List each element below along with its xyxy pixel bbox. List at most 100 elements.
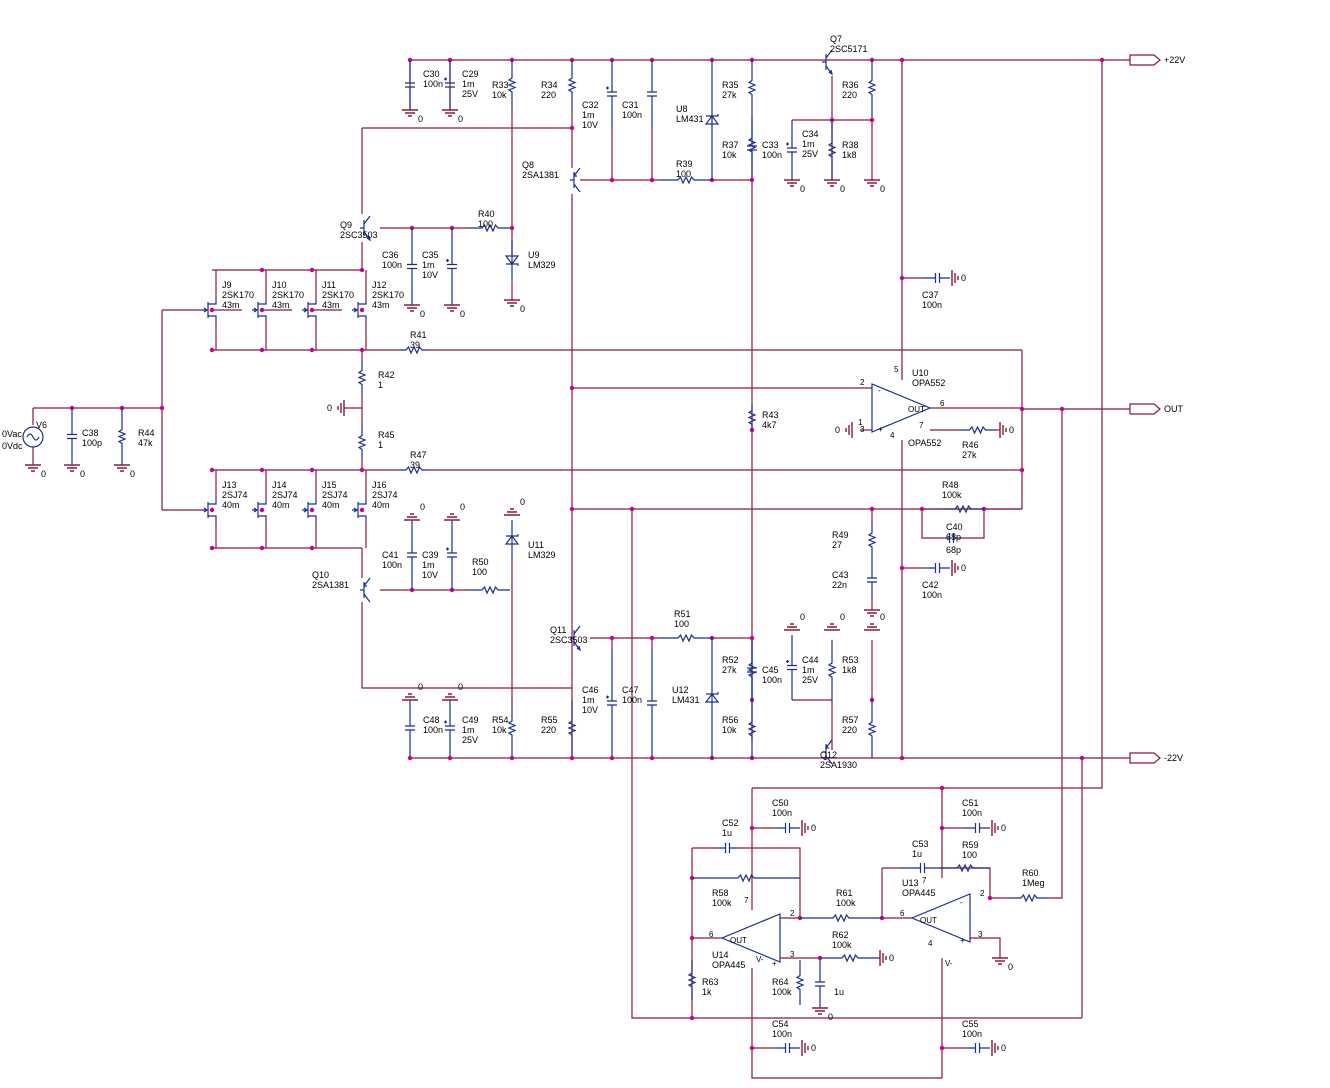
label-j11-value: 2SK170 [322,290,354,300]
junction-dot [689,1015,695,1021]
label-c47-value: 100n [622,695,642,705]
label-j14-value: 2SJ74 [272,490,298,500]
label-u9-ref: U9 [528,250,540,260]
resistor-r48 [942,504,984,514]
junction-dot [939,785,945,791]
ground-label: 0 [880,612,885,622]
label-r38-ref: R38 [842,140,859,150]
u13-minus-sign: - [960,898,963,907]
label-c50-value: 100n [772,808,792,818]
label-q9-value: 2SC3503 [340,230,378,240]
label-r38-value: 1k8 [842,150,857,160]
ground-symbol [824,179,840,187]
junction-dot [689,935,695,941]
resistor-r49 [867,520,877,560]
label-r35-ref: R35 [722,80,739,90]
resistor-r57 [867,700,877,758]
capacitor-c54 [775,1043,800,1053]
label-u10-value: OPA552 [912,378,945,388]
u10-pin-1: 1 [858,418,863,427]
label-c50-ref: C50 [772,798,789,808]
junction-dot [569,385,575,391]
jfet-j16 [352,498,367,522]
u10-model: OPA552 [908,438,941,448]
wire [941,60,1103,878]
resistor-r55 [567,700,577,756]
junction-dot [939,1045,945,1051]
label-c46-ref: C46 [582,685,599,695]
capacitor-c48 [405,700,415,756]
label-c33-ref: C33 [762,140,779,150]
ground-symbol [801,1040,809,1056]
ground-symbol [784,179,800,187]
label-q9-ref: Q9 [340,220,352,230]
resistor-r41 [400,345,428,355]
ground-symbol [784,623,800,631]
label-c54-ref: C54 [772,1019,789,1029]
junction-dot [359,267,365,273]
capacitor-c43 [867,560,877,600]
label-r42-value: 1 [378,380,383,390]
label-c33-value: 100n [762,150,782,160]
port-neg-rail [1129,752,1161,764]
jfet-j13 [202,498,217,522]
ground-label: 0 [1009,425,1014,435]
capacitor-c36 [407,228,417,305]
label-r47-ref: R47 [410,450,427,460]
ground-label: 0 [840,612,845,622]
label-r52-value: 27k [722,665,737,675]
ground-symbol [404,304,420,312]
label-r54-value: 10k [492,725,507,735]
junction-dot [749,635,755,641]
resistor-r54 [507,700,517,756]
u13-pin-6: 6 [900,909,905,918]
u10-pin-6: 6 [940,399,945,408]
resistor-r35 [747,60,757,115]
label-c42-value: 100n [922,590,942,600]
label-r51-ref: R51 [674,609,691,619]
label-j10-ref: J10 [272,280,287,290]
label-c46-value: 1m [582,695,595,705]
u13-out-label: OUT [920,916,937,925]
junction-dot [509,225,515,231]
label-c40-ref: C40 [946,522,963,532]
ground-symbol [801,820,809,836]
label-r61-value: 100k [836,898,856,908]
label-r56-value: 10k [722,725,737,735]
capacitor-c39 [446,520,457,590]
junction-dot [1019,467,1025,473]
component-symbols [22,49,1161,1056]
label-c37-ref: C37 [922,290,939,300]
label-c34-rating: 25V [802,149,818,159]
junction-dot [749,825,755,831]
ground-symbol [991,820,999,836]
junction-dot [209,507,215,513]
label-c38-ref: C38 [82,428,99,438]
junction-dot [629,506,635,512]
ground-symbol [999,422,1007,438]
label-u14-ref: U14 [712,950,729,960]
ground-symbol [991,1040,999,1056]
label-r40-value: 100 [478,219,493,229]
ground-label: 0 [811,823,816,833]
label-r57-value: 220 [842,725,857,735]
junction-dot [1059,406,1065,412]
junction-dot [209,467,215,473]
resistor-r62 [820,953,880,963]
label-c29-ref: C29 [462,69,479,79]
label-r49-value: 27 [832,540,842,550]
label-r50-value: 100 [472,567,487,577]
capacitor-c56 [815,960,825,1008]
label-c41-ref: C41 [382,550,399,560]
junction-dot [259,307,265,313]
label-j12-value: 2SK170 [372,290,404,300]
label-j15-value: 2SJ74 [322,490,348,500]
ground-label: 0 [418,114,423,124]
label-c52-value: 1u [722,828,732,838]
label-r59-ref: R59 [962,840,979,850]
resistor-r39 [660,175,712,185]
label-c43-value: 22n [832,580,847,590]
resistor-r44 [117,408,127,465]
label-c56-val: 1u [834,987,844,997]
ground-label: 0 [420,502,425,512]
